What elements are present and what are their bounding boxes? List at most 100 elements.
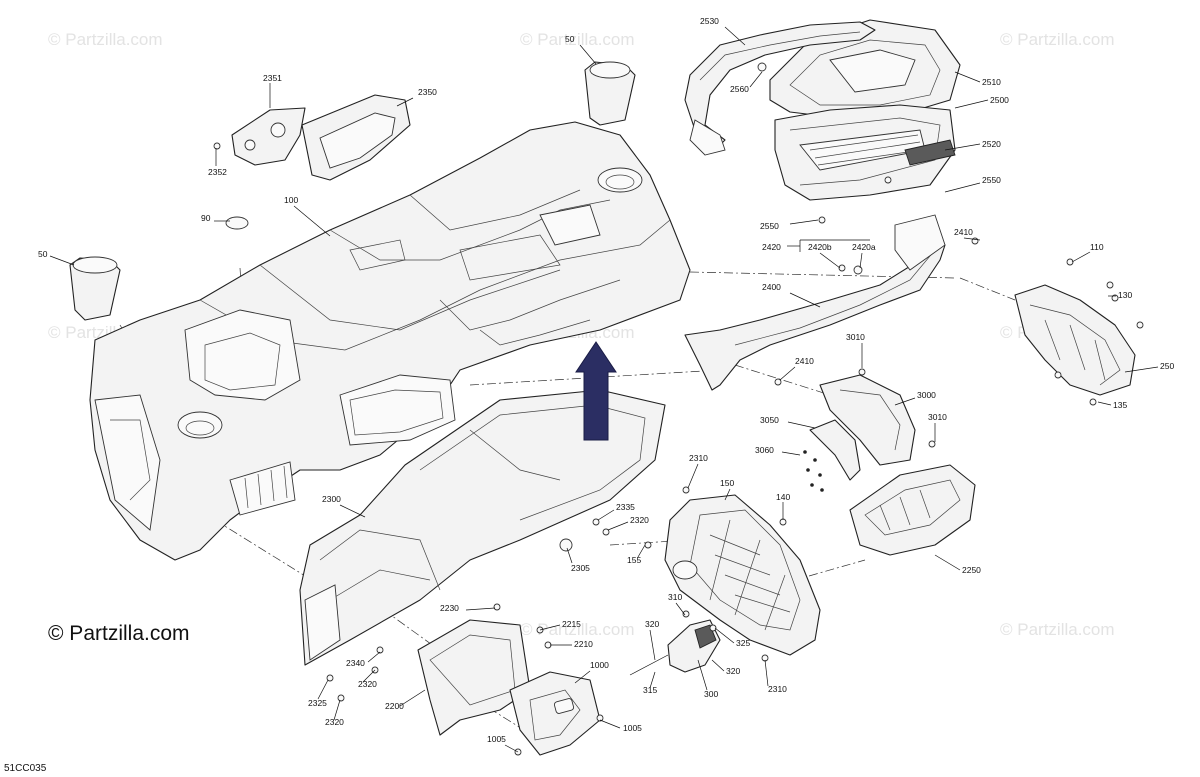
leader-line (333, 699, 341, 721)
leader-line (1097, 401, 1112, 406)
leader-line (637, 544, 646, 558)
leader-line (317, 679, 329, 700)
cross-beam (684, 214, 946, 391)
leader-line (724, 26, 746, 46)
leader-line (465, 607, 496, 611)
part-number-label: 2230 (440, 603, 459, 613)
callout-2250: 2250 (934, 554, 981, 575)
leader-line (749, 71, 763, 88)
leader-line (687, 463, 699, 489)
part-number-label: 250 (1160, 361, 1174, 371)
callout-2410: 2410 (954, 227, 981, 241)
callout-140: 140 (776, 492, 790, 520)
storage-tray (299, 389, 666, 666)
callout-2215: 2215 (539, 619, 581, 631)
plug-cap (225, 216, 249, 230)
part-number-label: 130 (1118, 290, 1132, 300)
part-number-label: 2420 (762, 242, 781, 252)
callout-2410: 2410 (779, 356, 814, 381)
part-number-label: 50 (565, 34, 575, 44)
callout-2510: 2510 (954, 71, 1001, 87)
leader-line (724, 488, 731, 501)
part-number-label: 310 (668, 592, 682, 602)
callout-2305: 2305 (566, 547, 590, 573)
part-number-label: 3010 (846, 332, 865, 342)
callout-320: 320 (645, 619, 659, 661)
callout-2550: 2550 (760, 219, 819, 231)
callout-1005: 1005 (599, 719, 642, 733)
callout-2200: 2200 (385, 689, 426, 711)
callout-3060: 3060 (755, 445, 801, 456)
diagram-code: 51CC035 (4, 763, 47, 774)
callout-2350: 2350 (396, 87, 437, 107)
part-number-label: 2410 (795, 356, 814, 366)
part-number-label: 2550 (760, 221, 779, 231)
part-number-label: 2560 (730, 84, 749, 94)
callout-3050: 3050 (760, 415, 816, 429)
access-cover (509, 671, 601, 756)
callout-2320: 2320 (607, 515, 649, 531)
brand-label: © Partzilla.com (48, 622, 190, 645)
bolt-315 (629, 654, 669, 676)
watermark-text: © Partzilla.com (1000, 620, 1115, 639)
part-number-label: 2350 (418, 87, 437, 97)
callout-3010: 3010 (928, 412, 947, 442)
leader-line (675, 602, 686, 616)
callout-90: 90 (201, 213, 230, 223)
callout-2500: 2500 (954, 95, 1009, 109)
callout-2550: 2550 (944, 175, 1001, 193)
callout-310: 310 (668, 592, 686, 616)
leader-line (781, 451, 801, 456)
part-number-label: 2320 (630, 515, 649, 525)
part-number-label: 2550 (982, 175, 1001, 185)
callout-2351: 2351 (263, 73, 282, 108)
part-number-label: 2400 (762, 282, 781, 292)
callout-2325: 2325 (308, 679, 329, 708)
grab-handle (684, 21, 876, 156)
callout-325: 325 (714, 627, 750, 648)
part-number-label: 140 (776, 492, 790, 502)
callout-2520: 2520 (944, 139, 1001, 151)
leader-line (944, 182, 981, 193)
leader-line (649, 629, 656, 661)
leader-line (714, 627, 735, 644)
callout-315: 315 (643, 671, 657, 695)
callout-3010: 3010 (846, 332, 865, 368)
part-number-label: 2500 (990, 95, 1009, 105)
callout-2420a: 2420a (852, 242, 876, 269)
part-number-label: 2320 (358, 679, 377, 689)
leader-line (597, 509, 615, 521)
part-number-label: 3050 (760, 415, 779, 425)
leader-line (954, 99, 989, 109)
part-number-label: 150 (720, 478, 734, 488)
part-number-label: 300 (704, 689, 718, 699)
part-number-label: 2250 (962, 565, 981, 575)
leader-line (934, 554, 961, 571)
callout-2335: 2335 (597, 502, 635, 521)
part-number-label: 2352 (208, 167, 227, 177)
hardware-fasteners (213, 62, 1144, 756)
leader-line (367, 651, 381, 663)
callout-3000: 3000 (894, 390, 936, 406)
leader-line (859, 252, 863, 269)
leader-line (607, 521, 629, 531)
part-number-label: 2420a (852, 242, 876, 252)
leader-line (1124, 366, 1159, 373)
callout-1005: 1005 (487, 734, 519, 753)
leader-line (1071, 251, 1091, 263)
part-number-label: 2325 (308, 698, 327, 708)
leader-line (566, 547, 573, 564)
part-number-label: 2410 (954, 227, 973, 237)
callout-100: 100 (284, 195, 331, 237)
part-number-label: 320 (726, 666, 740, 676)
callout-2310: 2310 (764, 659, 787, 694)
callout-250: 250 (1124, 361, 1174, 373)
leader-line (789, 292, 821, 308)
part-number-label: 1000 (590, 660, 609, 670)
leader-line (339, 504, 366, 518)
callout-2320: 2320 (325, 699, 344, 727)
display-bezel (301, 94, 411, 181)
leader-line (787, 421, 816, 429)
callout-135: 135 (1097, 400, 1127, 410)
